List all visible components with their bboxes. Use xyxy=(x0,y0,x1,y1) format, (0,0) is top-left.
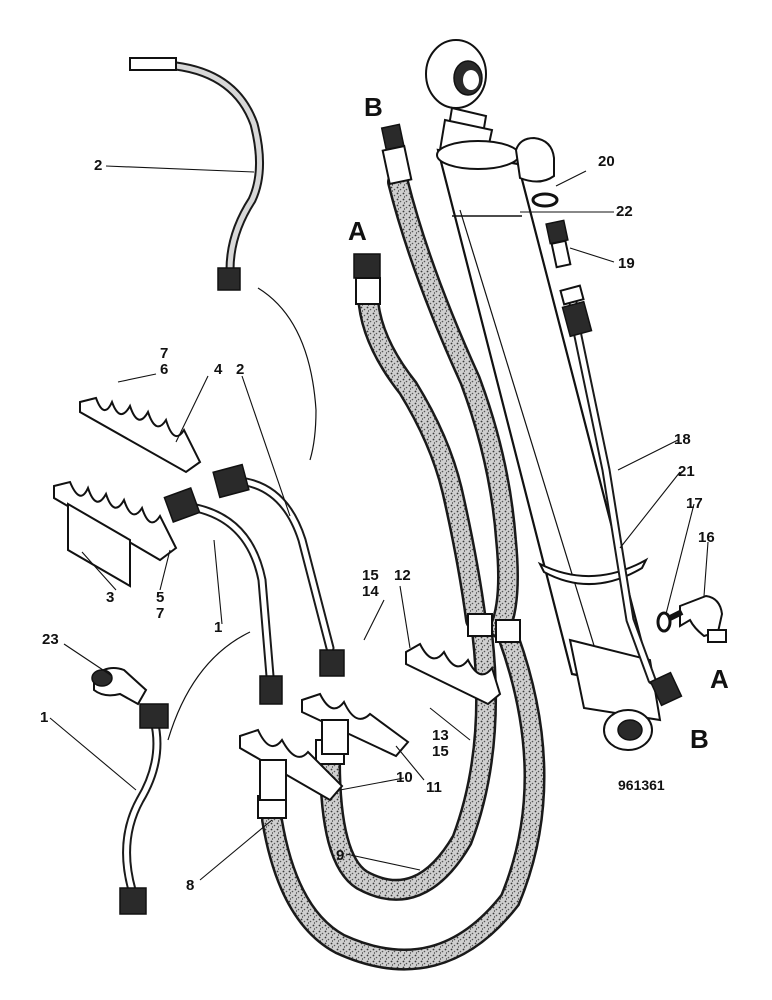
callout-21: 21 xyxy=(678,463,695,480)
hidden-line-arc-lower xyxy=(167,631,251,741)
callout-3: 3 xyxy=(106,589,114,606)
connection-b-top: B xyxy=(364,92,383,122)
callout-23: 23 xyxy=(42,631,59,648)
connection-a-top: A xyxy=(348,216,367,246)
callout-5: 5 xyxy=(156,589,164,606)
clamp-plate-upper xyxy=(301,692,410,758)
callout-1-mid: 1 xyxy=(214,619,222,636)
callout-12: 12 xyxy=(394,567,411,584)
sealing-washer xyxy=(531,192,559,208)
callout-7-bottom: 7 xyxy=(156,605,164,622)
callout-18: 18 xyxy=(674,431,691,448)
connection-b-right: B xyxy=(690,724,709,754)
clamp-plate-hose xyxy=(405,642,502,706)
callout-2-top: 2 xyxy=(94,157,102,174)
hose-to-pipe-fittings xyxy=(259,719,349,801)
connection-a-right: A xyxy=(710,664,729,694)
cylinder-rigid-pipe xyxy=(559,284,683,707)
rigid-pipe-1-upper xyxy=(163,487,283,705)
callout-6: 6 xyxy=(160,361,168,378)
callout-2-mid: 2 xyxy=(236,361,244,378)
hydraulic-cylinder xyxy=(425,39,662,751)
elbow-fitting xyxy=(91,667,148,706)
callout-8: 8 xyxy=(186,877,194,894)
callout-4: 4 xyxy=(214,361,223,378)
cylinder-barrel xyxy=(436,140,662,751)
figure-reference-number: 961361 xyxy=(618,777,665,793)
callout-16: 16 xyxy=(698,529,715,546)
flexible-hose-2 xyxy=(129,57,265,291)
callout-7-top: 7 xyxy=(160,345,168,362)
callout-10: 10 xyxy=(396,769,413,786)
rigid-pipe-2-upper xyxy=(212,463,345,677)
hose-end-fittings xyxy=(467,613,521,643)
adapter-fitting xyxy=(545,219,572,269)
rigid-pipe-1-lower xyxy=(119,703,169,915)
clamp-bottom-half xyxy=(53,480,178,588)
callout-19: 19 xyxy=(618,255,635,272)
clamp-plate-lower xyxy=(239,728,344,802)
dust-cap xyxy=(514,136,555,183)
callout-15-bottom: 15 xyxy=(432,743,449,760)
hidden-line-arc xyxy=(257,287,317,461)
elbow-adapter xyxy=(668,594,727,643)
hose-b xyxy=(380,123,519,639)
clamp-top-half xyxy=(79,396,202,474)
leader-lines xyxy=(49,165,709,881)
callout-1-bottom: 1 xyxy=(40,709,48,726)
callout-20: 20 xyxy=(598,153,615,170)
callout-14: 14 xyxy=(362,583,379,600)
callout-9: 9 xyxy=(336,847,344,864)
callout-17: 17 xyxy=(686,495,703,512)
callout-11: 11 xyxy=(426,779,442,796)
callout-15-top: 15 xyxy=(362,567,379,584)
callout-13: 13 xyxy=(432,727,449,744)
hose-a xyxy=(353,253,487,631)
callout-22: 22 xyxy=(616,203,633,220)
hose-long-loop xyxy=(257,625,546,971)
bonded-seal-washer xyxy=(656,611,672,633)
